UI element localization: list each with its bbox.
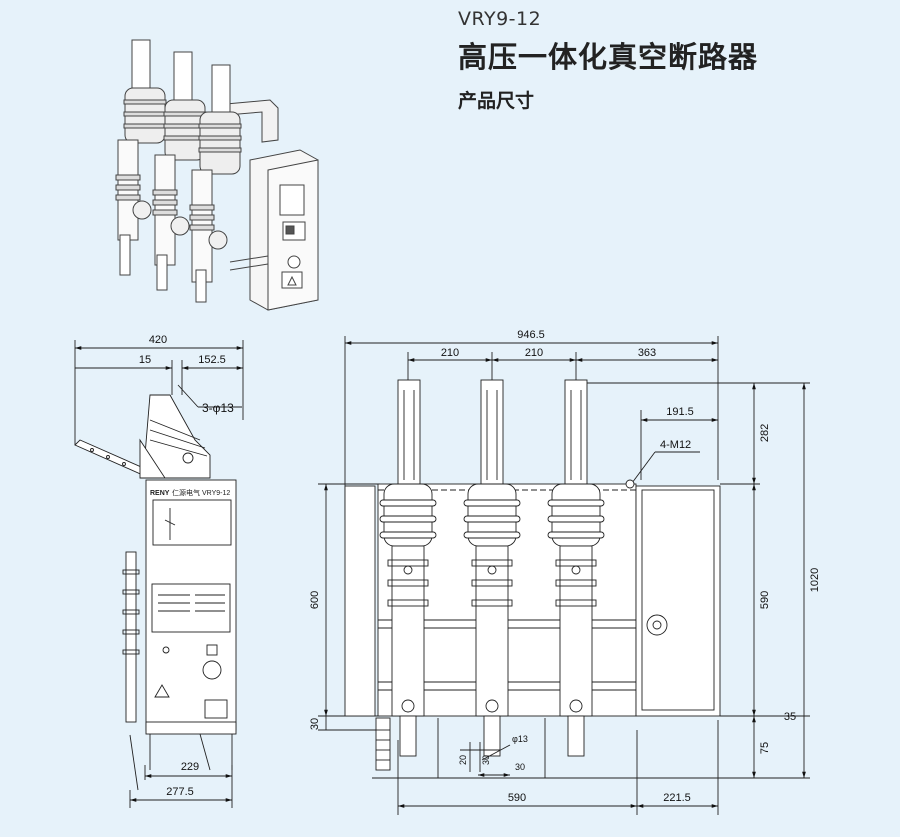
side-dim-left-offset: 15: [139, 354, 151, 366]
side-dim-total-width: 420: [149, 334, 167, 346]
side-dim-right-offset: 152.5: [198, 354, 226, 366]
front-dim-mid: 590: [759, 591, 771, 609]
header: VRY9-12 高压一体化真空断路器 产品尺寸: [458, 8, 758, 113]
side-view: [74, 340, 244, 808]
front-dim-mount: 4-M12: [660, 439, 691, 451]
pole-3-illustration: [189, 64, 242, 303]
front-dim-right: 363: [638, 347, 656, 359]
front-dim-pole-2: 210: [525, 347, 543, 359]
side-dim-base-2: 277.5: [166, 786, 194, 798]
pole-1-illustration: [115, 39, 167, 276]
front-dim-right-inner: 191.5: [666, 406, 694, 418]
front-pole-2: [463, 379, 521, 757]
front-pole-1: [379, 379, 437, 757]
front-dim-hole-1: 20: [458, 755, 468, 765]
panel-brand-cn: 仁源电气: [172, 488, 200, 497]
side-dim-base-1: 229: [181, 761, 199, 773]
front-dim-left-small: 30: [309, 718, 321, 730]
front-dim-total-height: 1020: [809, 568, 821, 592]
front-dim-bottom: 75: [759, 742, 771, 754]
pole-2-illustration: [152, 51, 207, 291]
front-dim-bottom-offset: 35: [784, 711, 796, 723]
front-pole-3: [547, 379, 605, 757]
model-number: VRY9-12: [458, 8, 542, 30]
front-dim-total-width: 946.5: [517, 329, 545, 341]
panel-brand: RENY: [150, 490, 170, 497]
side-dim-holes: 3-φ13: [202, 401, 234, 415]
front-dim-base-width: 590: [508, 792, 526, 804]
product-title: 高压一体化真空断路器: [458, 40, 759, 74]
front-dim-base-right: 221.5: [663, 792, 691, 804]
front-dim-hole-2: 30: [481, 755, 491, 765]
section-subtitle: 产品尺寸: [458, 90, 535, 112]
product-illustration: [115, 39, 319, 311]
front-dim-top: 282: [759, 424, 771, 442]
panel-model: VRY9-12: [202, 490, 230, 497]
front-dim-left-height: 600: [309, 591, 321, 609]
front-dim-pole-1: 210: [441, 347, 459, 359]
front-dim-hole-3: 30: [515, 762, 525, 772]
front-dim-hole: φ13: [512, 734, 528, 744]
front-view: [318, 336, 810, 815]
